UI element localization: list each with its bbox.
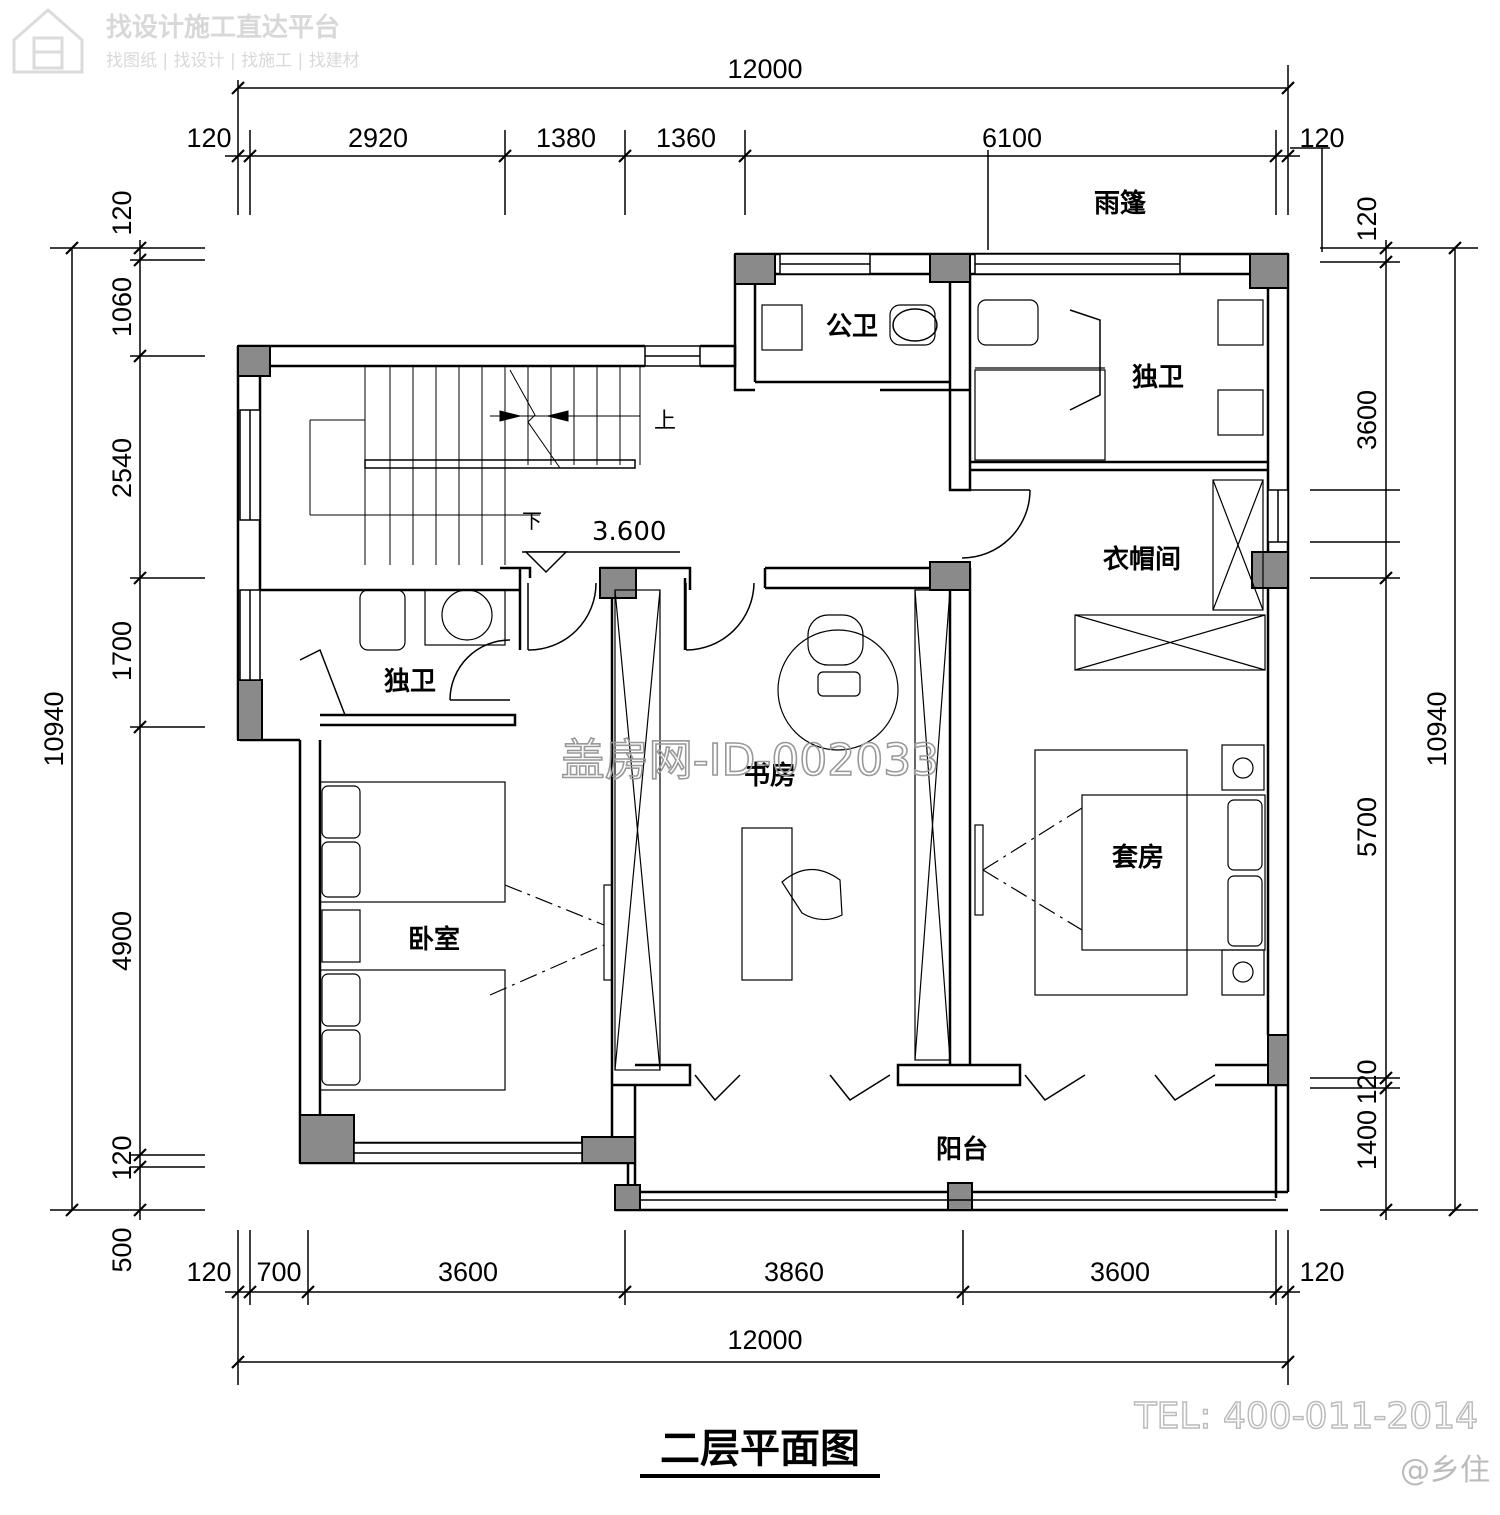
dim-right-1: 3600 — [1352, 390, 1382, 450]
room-labels: 雨篷 公卫 独卫 衣帽间 独卫 书房 卧室 套房 阳台 — [384, 188, 1184, 1165]
wardrobe — [1074, 614, 1266, 671]
dim-bottom-0: 120 — [186, 1257, 231, 1287]
dim-left-0: 120 — [107, 190, 137, 235]
dim-left-6: 500 — [107, 1227, 137, 1272]
nightstand — [1221, 744, 1265, 791]
level-value: 3.600 — [592, 517, 666, 547]
toilet-icon — [889, 304, 936, 346]
wardrobe — [1212, 479, 1264, 611]
room-public-wc: 公卫 — [826, 312, 878, 342]
dim-left-1: 1060 — [107, 277, 137, 337]
watermark-logo: 找设计施工直达平台 找图纸 | 找设计 | 找施工 | 找建材 — [12, 7, 360, 74]
dim-top-3: 1360 — [656, 123, 716, 153]
nightstand — [1221, 949, 1265, 996]
chair-icon — [781, 868, 843, 921]
dim-top-2: 1380 — [536, 123, 596, 153]
dim-right-total: 10940 — [1422, 691, 1452, 766]
level-marker: 3.600 — [522, 517, 680, 574]
dimension-ticks — [65, 81, 1462, 1369]
stair-up-label: 上 — [654, 409, 676, 434]
watermark-line1: 找设计施工直达平台 — [106, 12, 340, 43]
tel-watermark: TEL: 400-011-2014 — [1134, 1396, 1478, 1437]
dim-left-5: 120 — [107, 1135, 137, 1180]
id-watermark: 盖房网-ID-002033 — [561, 735, 940, 786]
dim-top-4: 6100 — [982, 123, 1042, 153]
fixtures — [319, 299, 1266, 1091]
dim-bottom-total: 12000 — [727, 1325, 802, 1355]
dim-top-5: 120 — [1299, 123, 1344, 153]
dimension-lines — [50, 65, 1478, 1385]
bed — [319, 781, 506, 903]
watermark-line2: 找图纸 | 找设计 | 找施工 | 找建材 — [106, 51, 360, 71]
columns — [237, 253, 1289, 1211]
house-logo-icon — [12, 7, 84, 74]
sink-icon — [1217, 299, 1264, 346]
round-table — [777, 629, 899, 751]
room-bedroom: 卧室 — [408, 924, 460, 955]
rug — [1034, 749, 1188, 996]
bed — [319, 969, 506, 1091]
desk — [741, 827, 793, 981]
room-balcony: 阳台 — [936, 1134, 988, 1165]
dim-right-2: 5700 — [1352, 797, 1382, 857]
bed — [1081, 794, 1266, 951]
dim-left-4: 4900 — [107, 911, 137, 971]
room-cloakroom: 衣帽间 — [1103, 544, 1181, 575]
toilet-icon — [977, 299, 1039, 346]
sink-icon — [441, 589, 493, 641]
dim-bottom-1: 700 — [256, 1257, 301, 1287]
room-suite: 套房 — [1112, 843, 1164, 873]
staircase: 上 下 — [309, 366, 676, 565]
stair-down-label: 下 — [522, 509, 542, 533]
doors — [299, 309, 1216, 1102]
drawing-title: 二层平面图 — [660, 1426, 860, 1472]
room-ensuite-wc: 独卫 — [1132, 363, 1184, 393]
dim-bottom-5: 120 — [1299, 1257, 1344, 1287]
dimension-labels: 12000 120 2920 1380 1360 6100 120 12000 … — [39, 54, 1452, 1355]
windows — [239, 253, 1289, 1201]
dim-top-0: 120 — [186, 123, 231, 153]
nightstand — [321, 909, 361, 963]
chair-icon — [807, 614, 864, 666]
dim-left-total: 10940 — [39, 691, 69, 766]
dim-top-1: 2920 — [348, 123, 408, 153]
walls — [236, 252, 1290, 1212]
dim-left-3: 1700 — [107, 621, 137, 681]
shower-icon — [974, 369, 1106, 461]
dim-right-3: 120 — [1352, 1059, 1382, 1104]
room-canopy: 雨篷 — [1094, 188, 1147, 219]
toilet-icon — [359, 589, 406, 651]
dim-right-4: 1400 — [1352, 1110, 1382, 1170]
dim-right-0: 120 — [1352, 196, 1382, 241]
dim-bottom-2: 3600 — [438, 1257, 498, 1287]
level-triangle-icon — [524, 551, 568, 574]
room-small-wc: 独卫 — [384, 667, 436, 697]
sink-icon — [1217, 389, 1264, 436]
dim-bottom-4: 3600 — [1090, 1257, 1150, 1287]
sink-icon — [761, 304, 803, 351]
dim-bottom-3: 3860 — [764, 1257, 824, 1287]
author-watermark: @乡住 — [1400, 1453, 1490, 1488]
wardrobe — [914, 589, 951, 1061]
dim-left-2: 2540 — [107, 438, 137, 498]
dim-top-total: 12000 — [727, 54, 802, 84]
wardrobe — [614, 589, 661, 1071]
room-study: 书房 — [744, 761, 796, 791]
